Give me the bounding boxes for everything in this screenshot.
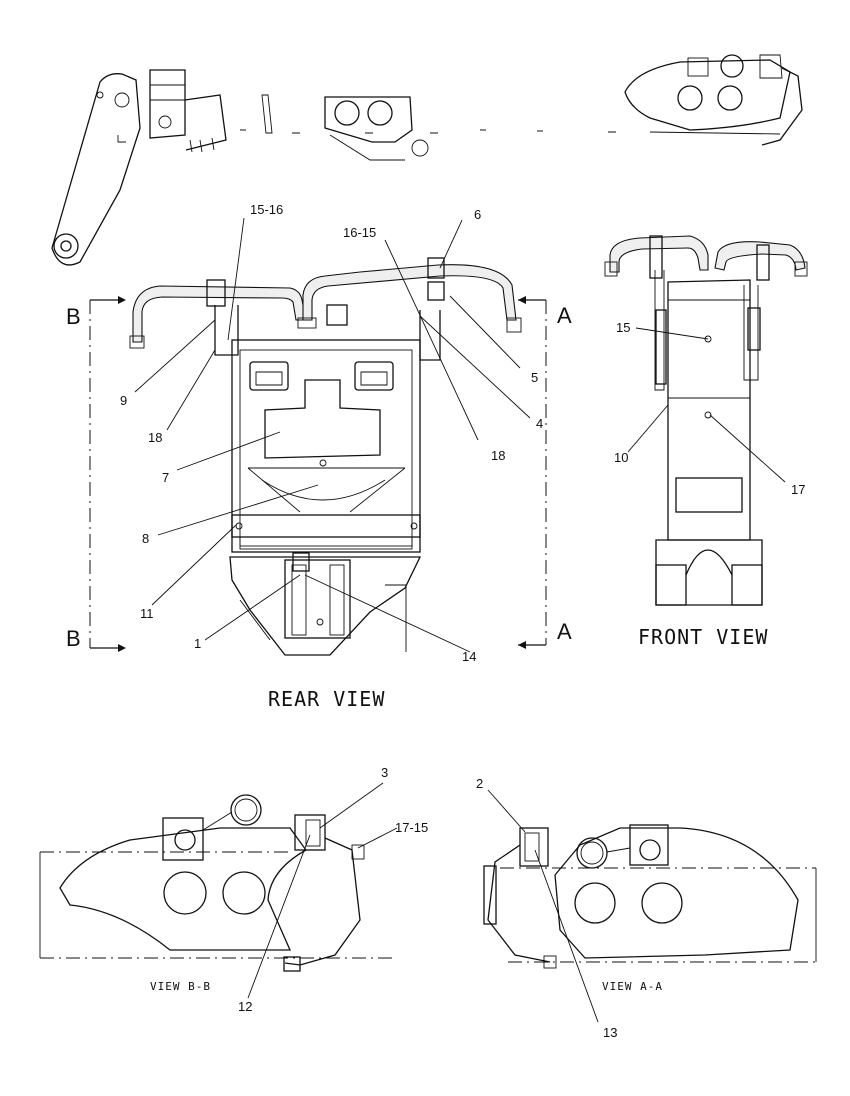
view-aa-title: VIEW A-A bbox=[602, 980, 663, 993]
callout-15-16: 15-16 bbox=[250, 202, 283, 217]
callout-14: 14 bbox=[462, 649, 476, 664]
section-letter-a-bottom: A bbox=[557, 619, 572, 644]
callout-2: 2 bbox=[476, 776, 483, 791]
section-letters: B B A A bbox=[66, 303, 572, 651]
callout-1: 1 bbox=[194, 636, 201, 651]
callout-5: 5 bbox=[531, 370, 538, 385]
front-view bbox=[604, 235, 808, 606]
view-aa bbox=[483, 824, 818, 969]
callout-3: 3 bbox=[381, 765, 388, 780]
callout-9: 9 bbox=[120, 393, 127, 408]
callout-numbers: 15-16 16-15 6 9 18 5 4 18 7 8 11 1 14 15… bbox=[120, 202, 805, 1040]
rear-view-title: REAR VIEW bbox=[268, 687, 385, 711]
callout-18-left: 18 bbox=[148, 430, 162, 445]
callout-11: 11 bbox=[140, 606, 154, 621]
callout-16-15: 16-15 bbox=[343, 225, 376, 240]
section-letter-b-top: B bbox=[66, 304, 81, 329]
callout-15-front: 15 bbox=[616, 320, 630, 335]
callout-12: 12 bbox=[238, 999, 252, 1014]
callout-18-right: 18 bbox=[491, 448, 505, 463]
callout-7: 7 bbox=[162, 470, 169, 485]
callout-8: 8 bbox=[142, 531, 149, 546]
front-view-title: FRONT VIEW bbox=[638, 625, 768, 649]
view-titles: REAR VIEW FRONT VIEW VIEW B-B VIEW A-A bbox=[150, 625, 768, 993]
callout-17: 17 bbox=[791, 482, 805, 497]
section-letter-a-top: A bbox=[557, 303, 572, 328]
callout-17-15: 17-15 bbox=[395, 820, 428, 835]
leader-lines bbox=[134, 217, 786, 1023]
top-side-view bbox=[51, 54, 803, 266]
view-bb-title: VIEW B-B bbox=[150, 980, 211, 993]
callout-6: 6 bbox=[474, 207, 481, 222]
section-letter-b-bottom: B bbox=[66, 626, 81, 651]
callout-4: 4 bbox=[536, 416, 543, 431]
rear-view bbox=[89, 257, 547, 656]
view-bb bbox=[39, 794, 395, 972]
callout-10: 10 bbox=[614, 450, 628, 465]
callout-13: 13 bbox=[603, 1025, 617, 1040]
